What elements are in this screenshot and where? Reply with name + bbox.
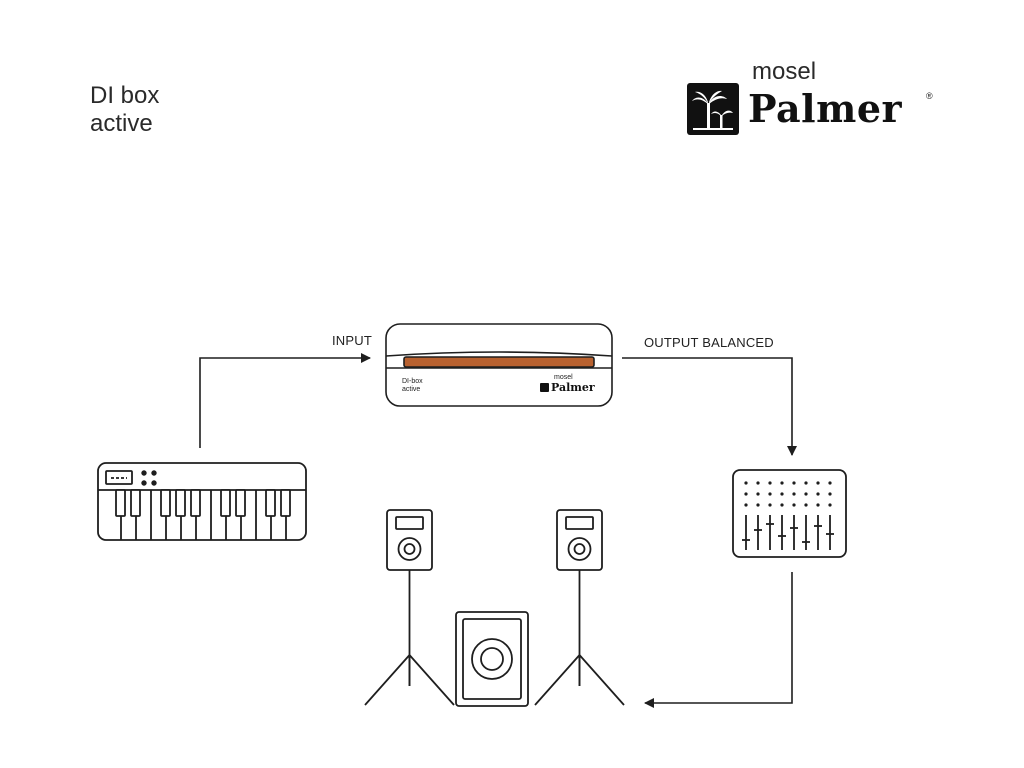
input-label: INPUT — [332, 333, 372, 348]
mixer-knob-dots — [744, 481, 832, 507]
di-box-label: DI-box active — [402, 378, 423, 394]
di-box-brand-small: mosel — [554, 374, 573, 381]
mixer-icon — [732, 469, 847, 558]
product-title-line1: DI box — [90, 82, 160, 109]
keyboard-black-keys — [115, 489, 291, 517]
product-title: DI box active — [90, 82, 159, 138]
subwoofer-icon — [455, 611, 529, 707]
di-box-accent-strip — [403, 356, 595, 368]
brand-small-text: mosel — [752, 58, 817, 85]
connection-lines — [199, 353, 797, 708]
input-arrow — [199, 353, 371, 448]
product-title-line2: active — [90, 110, 153, 137]
di-box-label-line2: active — [402, 386, 421, 393]
mixer-faders — [742, 515, 834, 550]
di-box-brand-logo-icon — [540, 383, 549, 392]
brand-name: Palmer — [748, 86, 903, 131]
output-arrow — [622, 357, 797, 456]
left-speaker-icon — [364, 509, 455, 706]
di-box-device — [385, 323, 613, 407]
mixer-to-speakers-arrow — [644, 572, 793, 708]
keyboard-icon — [97, 462, 307, 541]
di-box-label-line1: DI-box — [402, 378, 423, 385]
registered-mark: ® — [926, 91, 933, 101]
right-speaker-icon — [534, 509, 625, 706]
palm-logo-icon — [687, 83, 739, 135]
output-label: OUTPUT BALANCED — [644, 335, 774, 350]
di-box-brand-big: Palmer — [551, 381, 595, 394]
